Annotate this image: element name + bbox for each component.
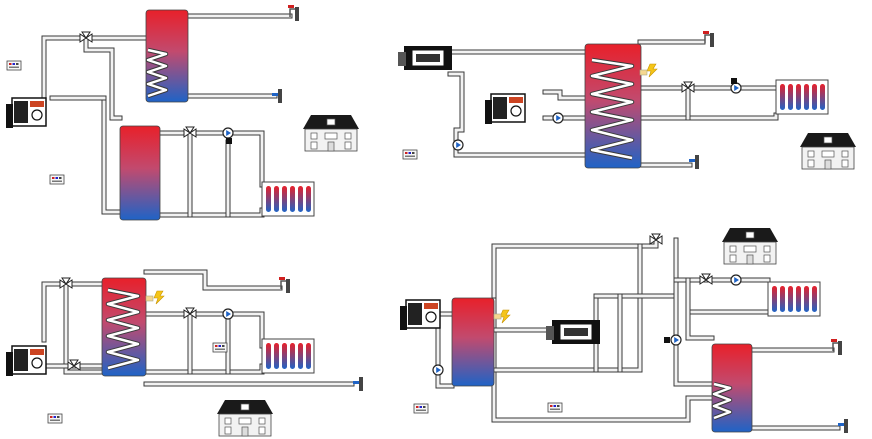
controller-icon: [49, 174, 65, 185]
lightning-icon: [153, 290, 165, 305]
system-bottom-right: [399, 227, 848, 433]
boiler-icon: [545, 319, 601, 345]
tap-icon[interactable]: [830, 338, 843, 356]
radiator: [261, 338, 315, 374]
house-icon: [799, 132, 857, 170]
controller-icon: [413, 403, 429, 414]
controller-icon: [212, 342, 228, 353]
buffer-tank: [451, 297, 495, 387]
house-icon: [216, 399, 274, 437]
heat-pump-unit: [5, 97, 47, 129]
pump-icon[interactable]: [432, 364, 444, 376]
system-bottom-left: [5, 269, 363, 437]
buffer-tank: [119, 125, 161, 221]
tap-icon[interactable]: [287, 4, 300, 22]
system-top-right: [397, 30, 857, 170]
heat-pump-unit: [5, 345, 47, 377]
radiator: [261, 181, 315, 217]
house-icon: [302, 114, 360, 152]
radiator: [767, 281, 821, 317]
cold-supply-icon: [353, 377, 363, 391]
pump-icon[interactable]: [452, 139, 464, 151]
tank-coil: [589, 57, 635, 161]
cold-supply-icon: [838, 419, 848, 433]
sensor: [226, 138, 232, 144]
tap-icon[interactable]: [702, 30, 715, 48]
pump-icon[interactable]: [730, 82, 742, 94]
controller-icon: [6, 60, 22, 71]
system-top-left: [5, 4, 360, 221]
pump-icon[interactable]: [730, 274, 742, 286]
house-icon: [721, 227, 779, 265]
controller-icon: [402, 149, 418, 160]
cold-supply-icon: [272, 89, 282, 103]
lightning-icon: [499, 309, 511, 324]
tank-coil: [711, 381, 733, 421]
pump-icon[interactable]: [670, 334, 682, 346]
radiator: [775, 79, 829, 115]
boiler-icon: [397, 45, 453, 71]
tap-icon[interactable]: [278, 276, 291, 294]
pump-icon[interactable]: [552, 112, 564, 124]
pump-icon[interactable]: [222, 127, 234, 139]
pump-icon[interactable]: [222, 308, 234, 320]
controller-icon: [547, 402, 563, 413]
heat-pump-unit: [484, 93, 526, 125]
tank-coil: [105, 287, 141, 371]
tank-coil: [145, 47, 169, 99]
lightning-icon: [646, 63, 658, 78]
heat-pump-unit: [399, 299, 441, 331]
controller-icon: [47, 413, 63, 424]
pipes: [435, 235, 841, 431]
